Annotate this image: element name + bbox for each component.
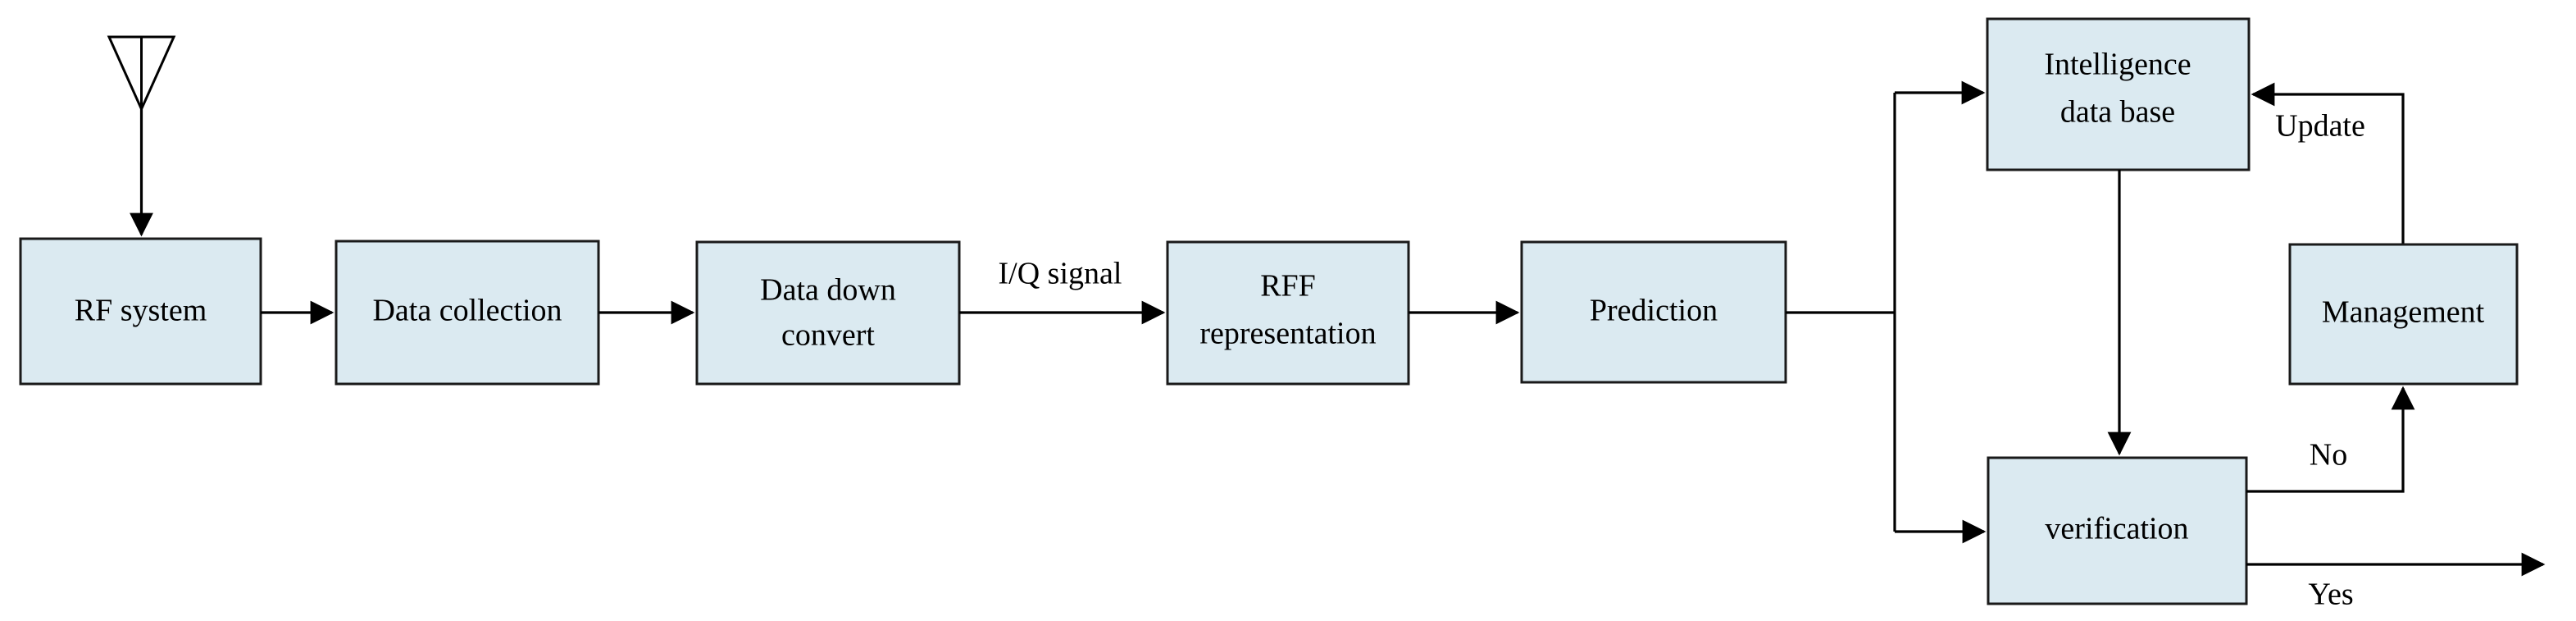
node-verification[interactable]: verification [1987, 456, 2248, 605]
edge-label-yes: Yes [2308, 578, 2353, 612]
node-data-collection-label: Data collection [372, 294, 562, 328]
node-data-down-convert[interactable]: Data down convert [695, 240, 961, 386]
edge-verification-no-to-management [2246, 386, 2415, 493]
node-data-down-convert-label-line1: Data down [760, 273, 896, 308]
node-data-down-convert-label-line2: convert [781, 318, 875, 353]
node-rff-representation-label-line1: RFF [1260, 269, 1316, 304]
node-rf-system-label: RF system [75, 294, 207, 328]
antenna-icon [107, 35, 176, 112]
edge-management-to-intelligence-data-base-update [2251, 82, 2405, 244]
edge-label-no: No [2310, 438, 2347, 473]
node-data-collection[interactable]: Data collection [335, 240, 600, 386]
node-rf-system[interactable]: RF system [19, 237, 262, 386]
node-rff-representation-label-line2: representation [1199, 317, 1376, 351]
node-management[interactable]: Management [2288, 243, 2519, 386]
node-intelligence-data-base-label-line2: data base [2060, 95, 2175, 130]
node-verification-label: verification [2045, 512, 2188, 546]
edge-label-update: Update [2275, 109, 2365, 144]
node-rff-representation[interactable]: RFF representation [1166, 240, 1410, 386]
node-prediction[interactable]: Prediction [1520, 240, 1787, 384]
node-intelligence-data-base-label-line1: Intelligence [2044, 48, 2191, 82]
edge-label-iq-signal: I/Q signal [999, 257, 1122, 291]
node-prediction-label: Prediction [1590, 294, 1718, 328]
node-intelligence-data-base[interactable]: Intelligence data base [1986, 17, 2251, 171]
node-management-label: Management [2322, 295, 2485, 330]
